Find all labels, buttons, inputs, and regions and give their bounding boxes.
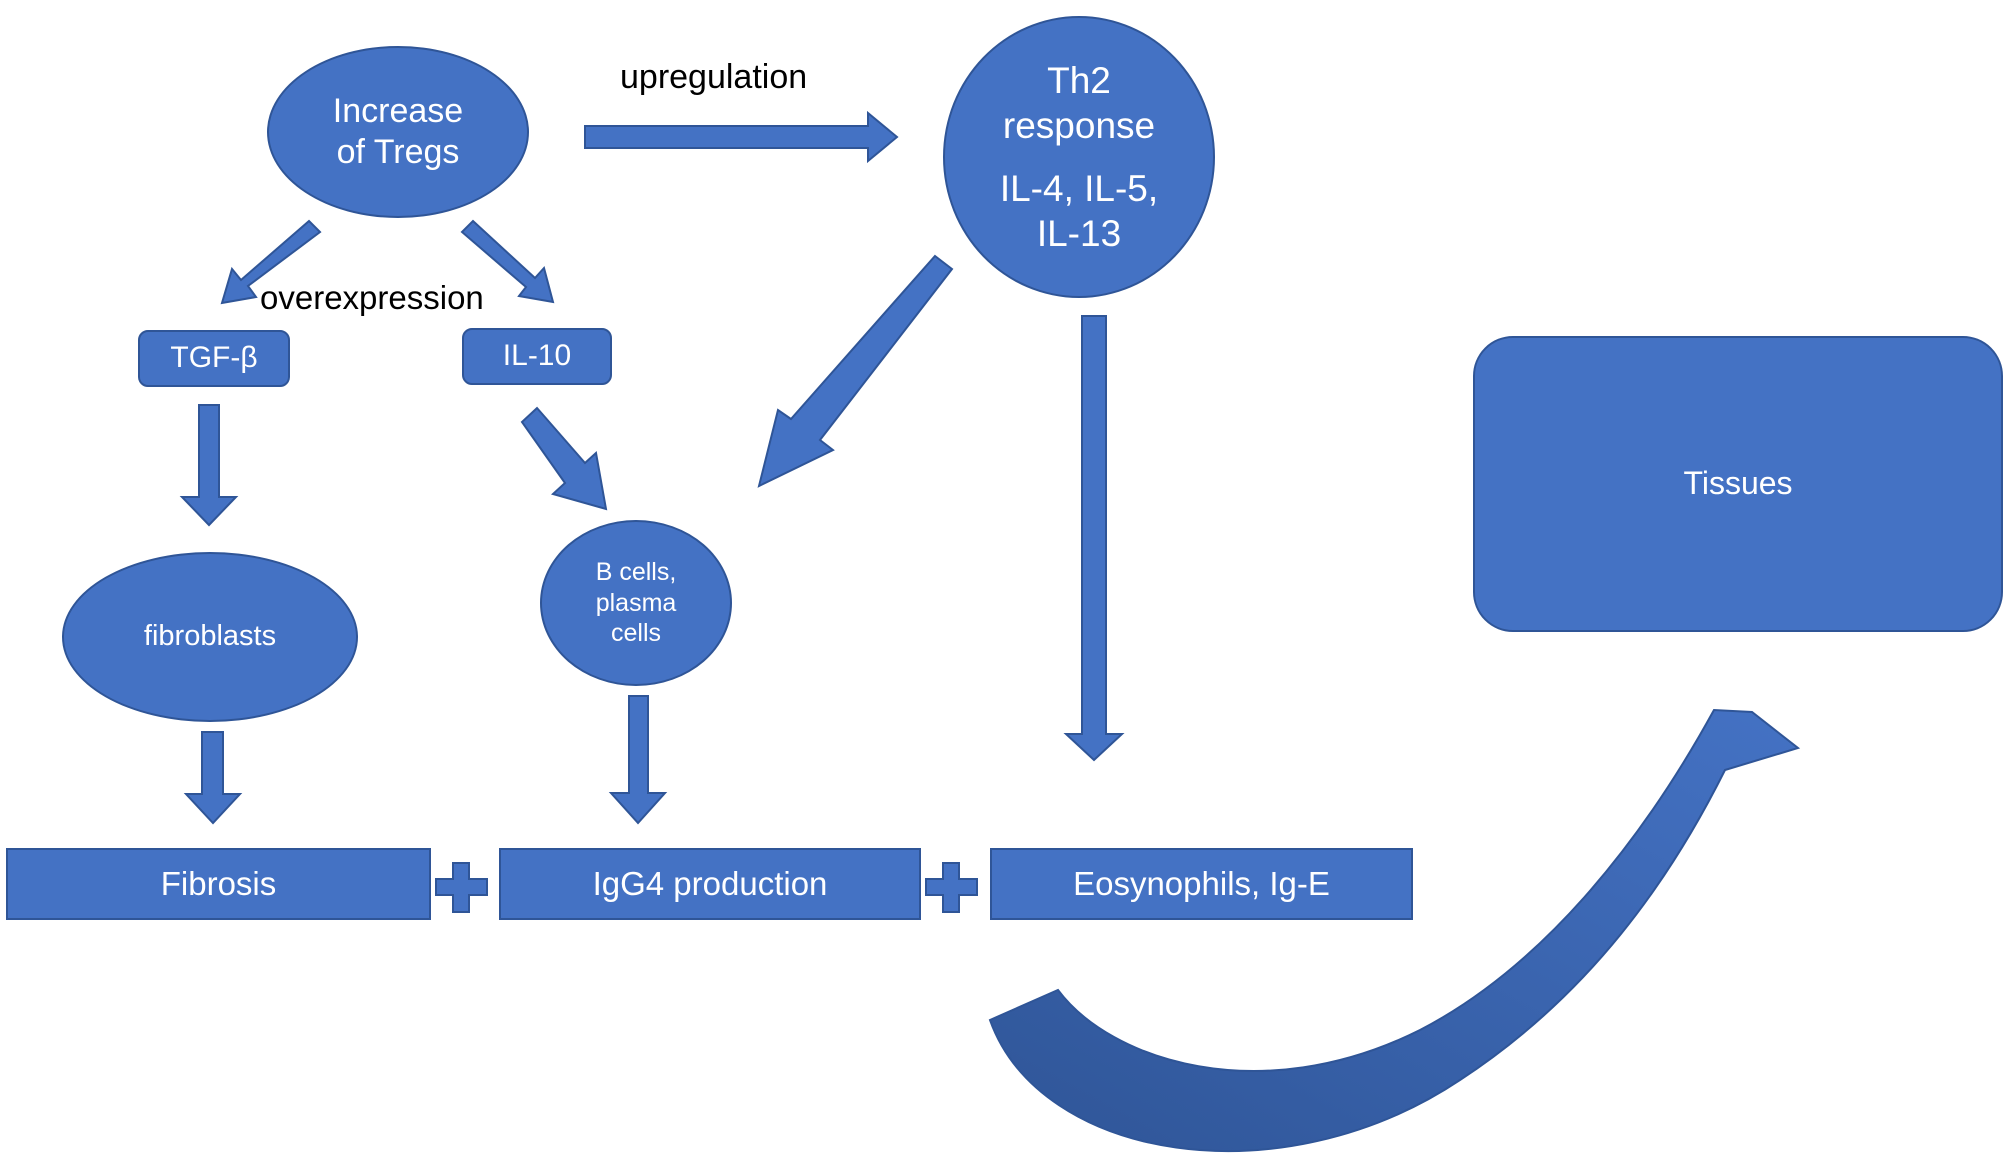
il-10-box: IL-10 bbox=[462, 328, 612, 385]
tissues-box: Tissues bbox=[1473, 336, 2003, 632]
b-cells-node: B cells, plasma cells bbox=[540, 520, 732, 686]
fibrosis-bar: Fibrosis bbox=[6, 848, 431, 920]
fibroblasts-node: fibroblasts bbox=[62, 552, 358, 722]
igg4-production-bar: IgG4 production bbox=[499, 848, 921, 920]
down-left-arrow-icon bbox=[220, 219, 322, 305]
eosinophils-ige-bar: Eosynophils, Ig-E bbox=[990, 848, 1413, 920]
plus-icon bbox=[435, 862, 488, 913]
th2-title: Th2 response bbox=[1002, 60, 1156, 147]
curved-arrow-icon bbox=[988, 708, 1801, 1153]
upregulation-label: upregulation bbox=[620, 58, 808, 96]
down-arrow-icon bbox=[183, 731, 243, 825]
down-arrow-icon bbox=[1063, 315, 1125, 762]
down-arrow-icon bbox=[608, 695, 668, 825]
down-arrow-icon bbox=[179, 404, 239, 527]
th2-cytokines: IL-4, IL-5, IL-13 bbox=[999, 168, 1159, 255]
tgf-beta-box: TGF-β bbox=[138, 330, 290, 387]
tregs-node: Increase of Tregs bbox=[267, 46, 529, 218]
down-left-arrow-icon bbox=[757, 254, 954, 488]
th2-response-node: Th2 response IL-4, IL-5, IL-13 bbox=[943, 16, 1215, 298]
down-right-arrow-icon bbox=[520, 406, 608, 511]
down-right-arrow-icon bbox=[460, 219, 555, 304]
right-arrow-icon bbox=[584, 110, 899, 164]
overexpression-label: overexpression bbox=[260, 279, 484, 316]
plus-icon bbox=[925, 862, 978, 913]
